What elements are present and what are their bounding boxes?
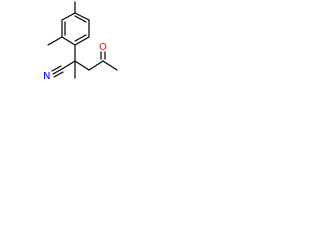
single-bond <box>74 60 90 71</box>
chemical-structure: N O <box>43 1 118 82</box>
single-bond <box>61 60 76 70</box>
ring-bond <box>61 36 76 46</box>
single-bond <box>102 60 118 71</box>
single-bond <box>88 60 104 71</box>
triple-bond <box>51 65 62 72</box>
oxygen-atom: O <box>99 42 107 53</box>
nitrogen-atom: N <box>43 71 50 82</box>
triple-bond <box>53 71 64 78</box>
ring-bond <box>74 12 90 21</box>
bonds <box>47 1 118 79</box>
ring-double-bond <box>74 34 87 42</box>
methyl-bond <box>47 36 63 46</box>
atom-labels: N O <box>43 42 107 82</box>
ring-bond <box>74 36 90 46</box>
ring-bond <box>61 12 76 21</box>
ring-double-bond <box>74 15 87 23</box>
triple-bond <box>52 68 63 75</box>
